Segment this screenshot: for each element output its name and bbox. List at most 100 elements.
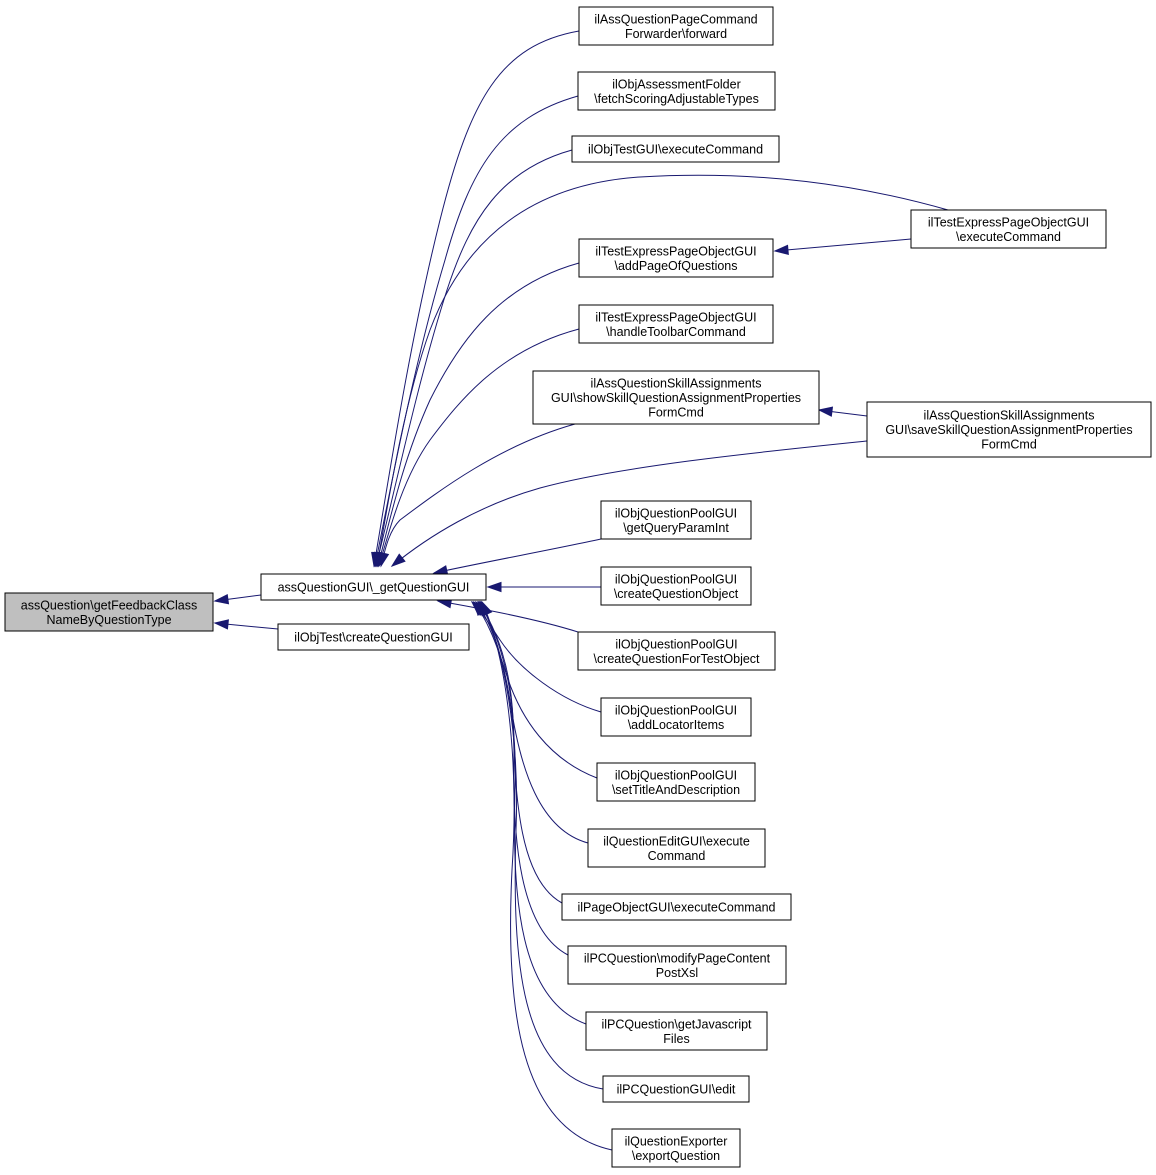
node-setTitle[interactable]: ilObjQuestionPoolGUI\setTitleAndDescript… bbox=[596, 762, 756, 802]
edge-createQuestionGUI-to-root bbox=[213, 619, 279, 630]
node-box[interactable] bbox=[585, 1011, 768, 1051]
node-box[interactable] bbox=[571, 135, 780, 163]
node-label-line: assQuestion\getFeedbackClass bbox=[21, 598, 197, 612]
node-saveSkill[interactable]: ilAssQuestionSkillAssignmentsGUI\saveSki… bbox=[866, 401, 1152, 458]
node-objTestExecute[interactable]: ilObjTestGUI\executeCommand bbox=[571, 135, 780, 163]
edges-layer bbox=[213, 30, 949, 1151]
edge-line bbox=[437, 600, 579, 633]
node-box[interactable] bbox=[611, 1128, 741, 1168]
node-questionEditExecute[interactable]: ilQuestionEditGUI\executeCommand bbox=[587, 828, 766, 868]
arrowhead bbox=[432, 565, 449, 576]
node-label-line: Command bbox=[648, 849, 706, 863]
node-label-line: ilObjQuestionPoolGUI bbox=[615, 768, 737, 782]
edge-saveSkill-to-showSkill bbox=[817, 406, 868, 417]
node-label-line: \exportQuestion bbox=[632, 1149, 720, 1163]
node-label-line: ilObjQuestionPoolGUI bbox=[615, 572, 737, 586]
node-label-line: \getQueryParamInt bbox=[623, 521, 729, 535]
node-fetchScoring[interactable]: ilObjAssessmentFolder\fetchScoringAdjust… bbox=[577, 71, 776, 111]
node-box[interactable] bbox=[600, 566, 752, 606]
edge-questionEditExecute-to-getQuestionGUI bbox=[475, 600, 589, 844]
edge-line bbox=[375, 149, 573, 567]
node-label-line: \executeCommand bbox=[956, 230, 1061, 244]
node-label-line: ilPageObjectGUI\executeCommand bbox=[577, 901, 775, 915]
edge-line bbox=[376, 174, 949, 567]
node-box[interactable] bbox=[532, 370, 820, 425]
node-showSkill[interactable]: ilAssQuestionSkillAssignmentsGUI\showSki… bbox=[532, 370, 820, 425]
node-box[interactable] bbox=[587, 828, 766, 868]
node-testExpressExecute[interactable]: ilTestExpressPageObjectGUI\executeComman… bbox=[910, 209, 1107, 249]
edge-line bbox=[380, 423, 576, 567]
edge-modifyPageContent-to-getQuestionGUI bbox=[478, 600, 569, 956]
node-pageCommandForwarder[interactable]: ilAssQuestionPageCommandForwarder\forwar… bbox=[578, 6, 774, 46]
edge-saveSkill-to-getQuestionGUI bbox=[390, 440, 868, 567]
node-box[interactable] bbox=[600, 697, 752, 737]
node-label-line: \fetchScoringAdjustableTypes bbox=[594, 92, 759, 106]
node-label-line: ilQuestionExporter bbox=[625, 1134, 728, 1148]
edge-objTestExecute-to-getQuestionGUI bbox=[374, 149, 573, 568]
node-createQuestionObject[interactable]: ilObjQuestionPoolGUI\createQuestionObjec… bbox=[600, 566, 752, 606]
node-label-line: \createQuestionForTestObject bbox=[593, 652, 760, 666]
edge-line bbox=[373, 30, 580, 567]
edge-line bbox=[478, 601, 569, 956]
node-pcQuestionEdit[interactable]: ilPCQuestionGUI\edit bbox=[602, 1075, 750, 1103]
node-label-line: ilObjAssessmentFolder bbox=[612, 77, 741, 91]
node-label-line: ilAssQuestionSkillAssignments bbox=[924, 409, 1095, 423]
node-box[interactable] bbox=[866, 401, 1152, 458]
node-box[interactable] bbox=[600, 500, 752, 540]
node-box[interactable] bbox=[596, 762, 756, 802]
edge-line bbox=[774, 238, 912, 252]
arrowhead bbox=[817, 406, 834, 417]
node-label-line: ilObjTestGUI\executeCommand bbox=[588, 143, 763, 157]
node-addPageOfQuestions[interactable]: ilTestExpressPageObjectGUI\addPageOfQues… bbox=[578, 238, 774, 278]
node-label-line: PostXsl bbox=[656, 966, 698, 980]
node-label-line: ilObjTest\createQuestionGUI bbox=[294, 631, 452, 645]
node-box[interactable] bbox=[277, 623, 470, 651]
node-label-line: GUI\showSkillQuestionAssignmentPropertie… bbox=[551, 391, 801, 405]
node-label-line: ilQuestionEditGUI\execute bbox=[603, 834, 750, 848]
arrowhead bbox=[481, 600, 493, 617]
node-box[interactable] bbox=[577, 71, 776, 111]
node-label-line: ilAssQuestionSkillAssignments bbox=[591, 377, 762, 391]
node-pageObjectExecute[interactable]: ilPageObjectGUI\executeCommand bbox=[561, 893, 792, 921]
node-label-line: \setTitleAndDescription bbox=[612, 783, 740, 797]
edge-line bbox=[480, 601, 604, 1090]
node-box[interactable] bbox=[567, 945, 787, 985]
node-handleToolbar[interactable]: ilTestExpressPageObjectGUI\handleToolbar… bbox=[578, 304, 774, 344]
node-getQuestionGUI[interactable]: assQuestionGUI\_getQuestionGUI bbox=[260, 573, 487, 601]
edge-exportQuestion-to-getQuestionGUI bbox=[481, 600, 613, 1151]
edge-getQueryParamInt-to-getQuestionGUI bbox=[432, 538, 602, 576]
node-box[interactable] bbox=[578, 304, 774, 344]
node-exportQuestion[interactable]: ilQuestionExporter\exportQuestion bbox=[611, 1128, 741, 1168]
node-label-line: GUI\saveSkillQuestionAssignmentPropertie… bbox=[885, 423, 1132, 437]
edge-line bbox=[481, 601, 613, 1151]
node-box[interactable] bbox=[561, 893, 792, 921]
node-label-line: FormCmd bbox=[648, 406, 704, 420]
node-createForTest[interactable]: ilObjQuestionPoolGUI\createQuestionForTe… bbox=[577, 631, 776, 671]
node-label-line: ilObjQuestionPoolGUI bbox=[615, 637, 737, 651]
node-box[interactable] bbox=[578, 238, 774, 278]
arrowhead bbox=[213, 619, 229, 630]
node-label-line: ilTestExpressPageObjectGUI bbox=[595, 244, 756, 258]
node-box[interactable] bbox=[260, 573, 487, 601]
node-label-line: ilAssQuestionPageCommand bbox=[594, 12, 757, 26]
node-box[interactable] bbox=[577, 631, 776, 671]
arrowhead bbox=[390, 553, 406, 567]
edge-showSkill-to-getQuestionGUI bbox=[379, 423, 576, 568]
node-label-line: ilPCQuestionGUI\edit bbox=[617, 1083, 736, 1097]
node-box[interactable] bbox=[578, 6, 774, 46]
node-label-line: ilTestExpressPageObjectGUI bbox=[928, 215, 1089, 229]
edge-line bbox=[377, 262, 580, 567]
node-getQueryParamInt[interactable]: ilObjQuestionPoolGUI\getQueryParamInt bbox=[600, 500, 752, 540]
node-addLocator[interactable]: ilObjQuestionPoolGUI\addLocatorItems bbox=[600, 697, 752, 737]
node-box[interactable] bbox=[602, 1075, 750, 1103]
node-box[interactable] bbox=[910, 209, 1107, 249]
node-createQuestionGUI[interactable]: ilObjTest\createQuestionGUI bbox=[277, 623, 470, 651]
edge-line bbox=[378, 328, 580, 567]
edge-line bbox=[391, 440, 868, 567]
node-root[interactable]: assQuestion\getFeedbackClassNameByQuesti… bbox=[4, 592, 214, 632]
arrowhead bbox=[379, 551, 390, 568]
node-box[interactable] bbox=[4, 592, 214, 632]
